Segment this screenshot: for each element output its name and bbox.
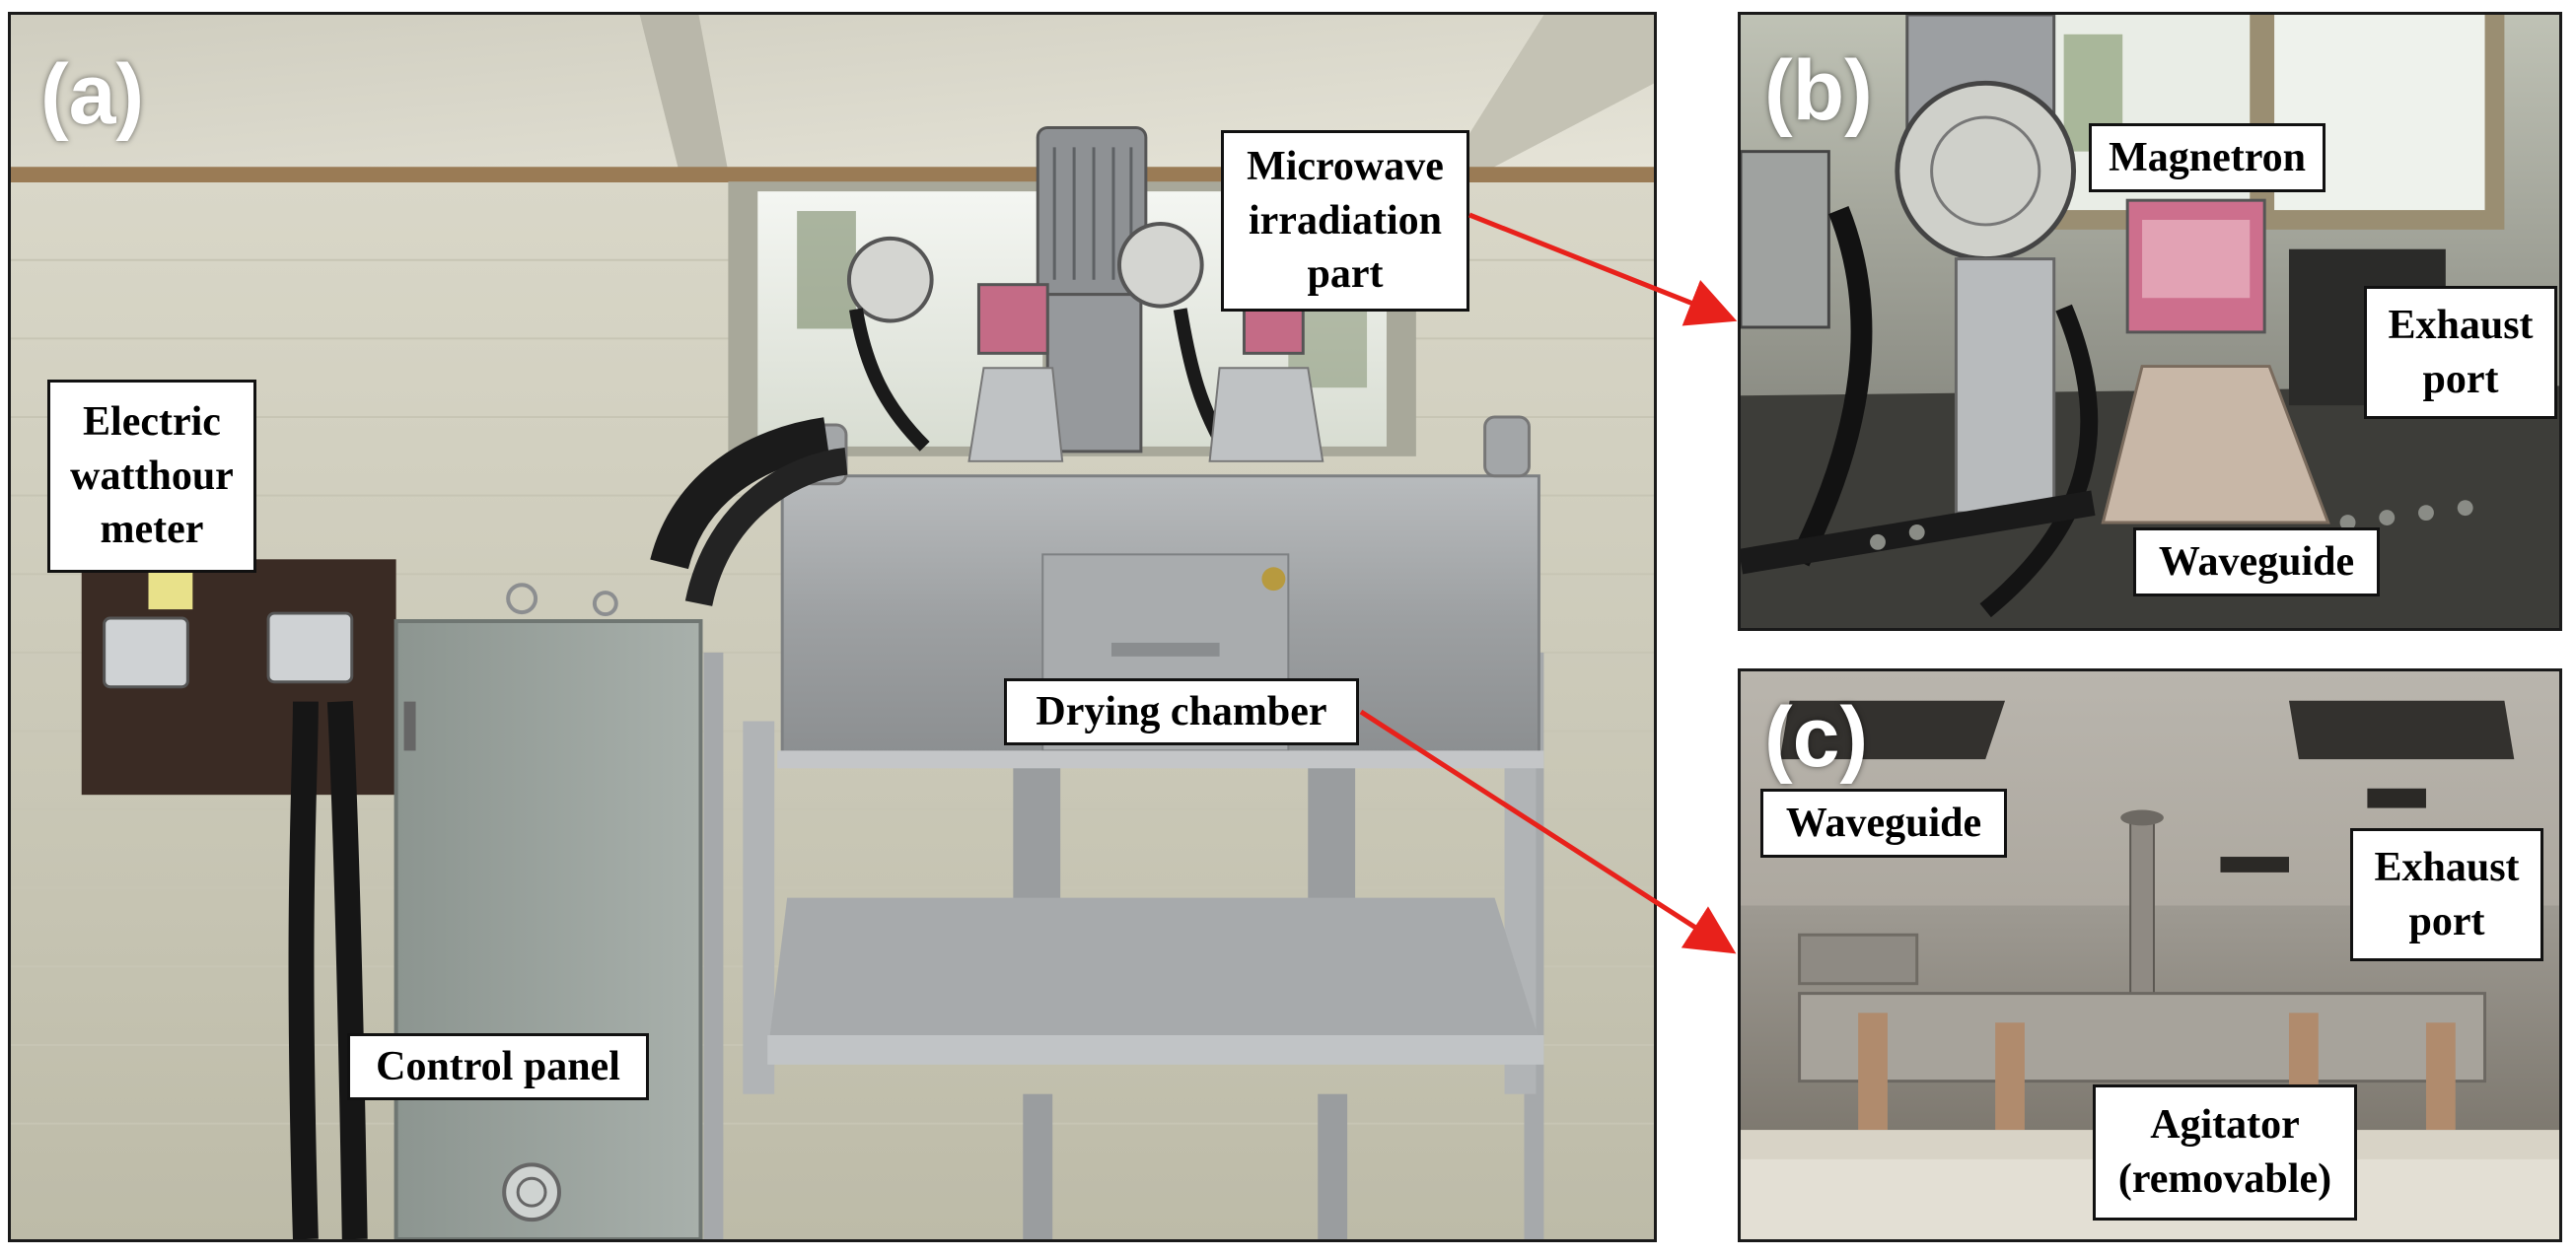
label-control-panel: Control panel xyxy=(347,1033,649,1100)
label-drying-chamber-text: Drying chamber xyxy=(1036,688,1327,734)
label-microwave-irradiation-part: Microwave irradiation part xyxy=(1221,130,1469,312)
label-exhaust-c-line-2: port xyxy=(2408,898,2485,944)
label-waveguide-c-text: Waveguide xyxy=(1785,800,1982,846)
label-exhaust-b-line-1: Exhaust xyxy=(2388,302,2534,348)
label-exhaust-port-c: Exhaust port xyxy=(2350,828,2543,961)
label-agitator: Agitator (removable) xyxy=(2093,1084,2357,1221)
label-microwave-line-2: irradiation xyxy=(1249,197,1442,244)
label-drying-chamber: Drying chamber xyxy=(1004,678,1359,745)
label-microwave-line-3: part xyxy=(1307,251,1384,298)
label-meter-line-3: meter xyxy=(100,507,204,553)
label-waveguide-b-text: Waveguide xyxy=(2158,538,2355,585)
label-exhaust-port-b: Exhaust port xyxy=(2364,286,2557,419)
panel-c-letter: (c) xyxy=(1764,690,1869,785)
label-magnetron-text: Magnetron xyxy=(2109,134,2306,180)
label-magnetron: Magnetron xyxy=(2089,123,2326,192)
label-control-panel-text: Control panel xyxy=(376,1043,620,1089)
label-agitator-line-1: Agitator xyxy=(2150,1102,2300,1149)
panel-a-letter: (a) xyxy=(40,47,145,142)
label-waveguide-b: Waveguide xyxy=(2133,527,2380,596)
label-electric-watthour-meter: Electric watthour meter xyxy=(47,380,256,573)
label-exhaust-b-line-2: port xyxy=(2422,356,2499,402)
label-meter-line-2: watthour xyxy=(70,453,234,499)
label-waveguide-c: Waveguide xyxy=(1760,789,2007,858)
panel-b-letter: (b) xyxy=(1764,43,1873,138)
label-meter-line-1: Electric xyxy=(83,399,221,446)
label-microwave-line-1: Microwave xyxy=(1247,144,1444,190)
label-agitator-line-2: (removable) xyxy=(2117,1156,2332,1202)
label-exhaust-c-line-1: Exhaust xyxy=(2374,844,2520,890)
